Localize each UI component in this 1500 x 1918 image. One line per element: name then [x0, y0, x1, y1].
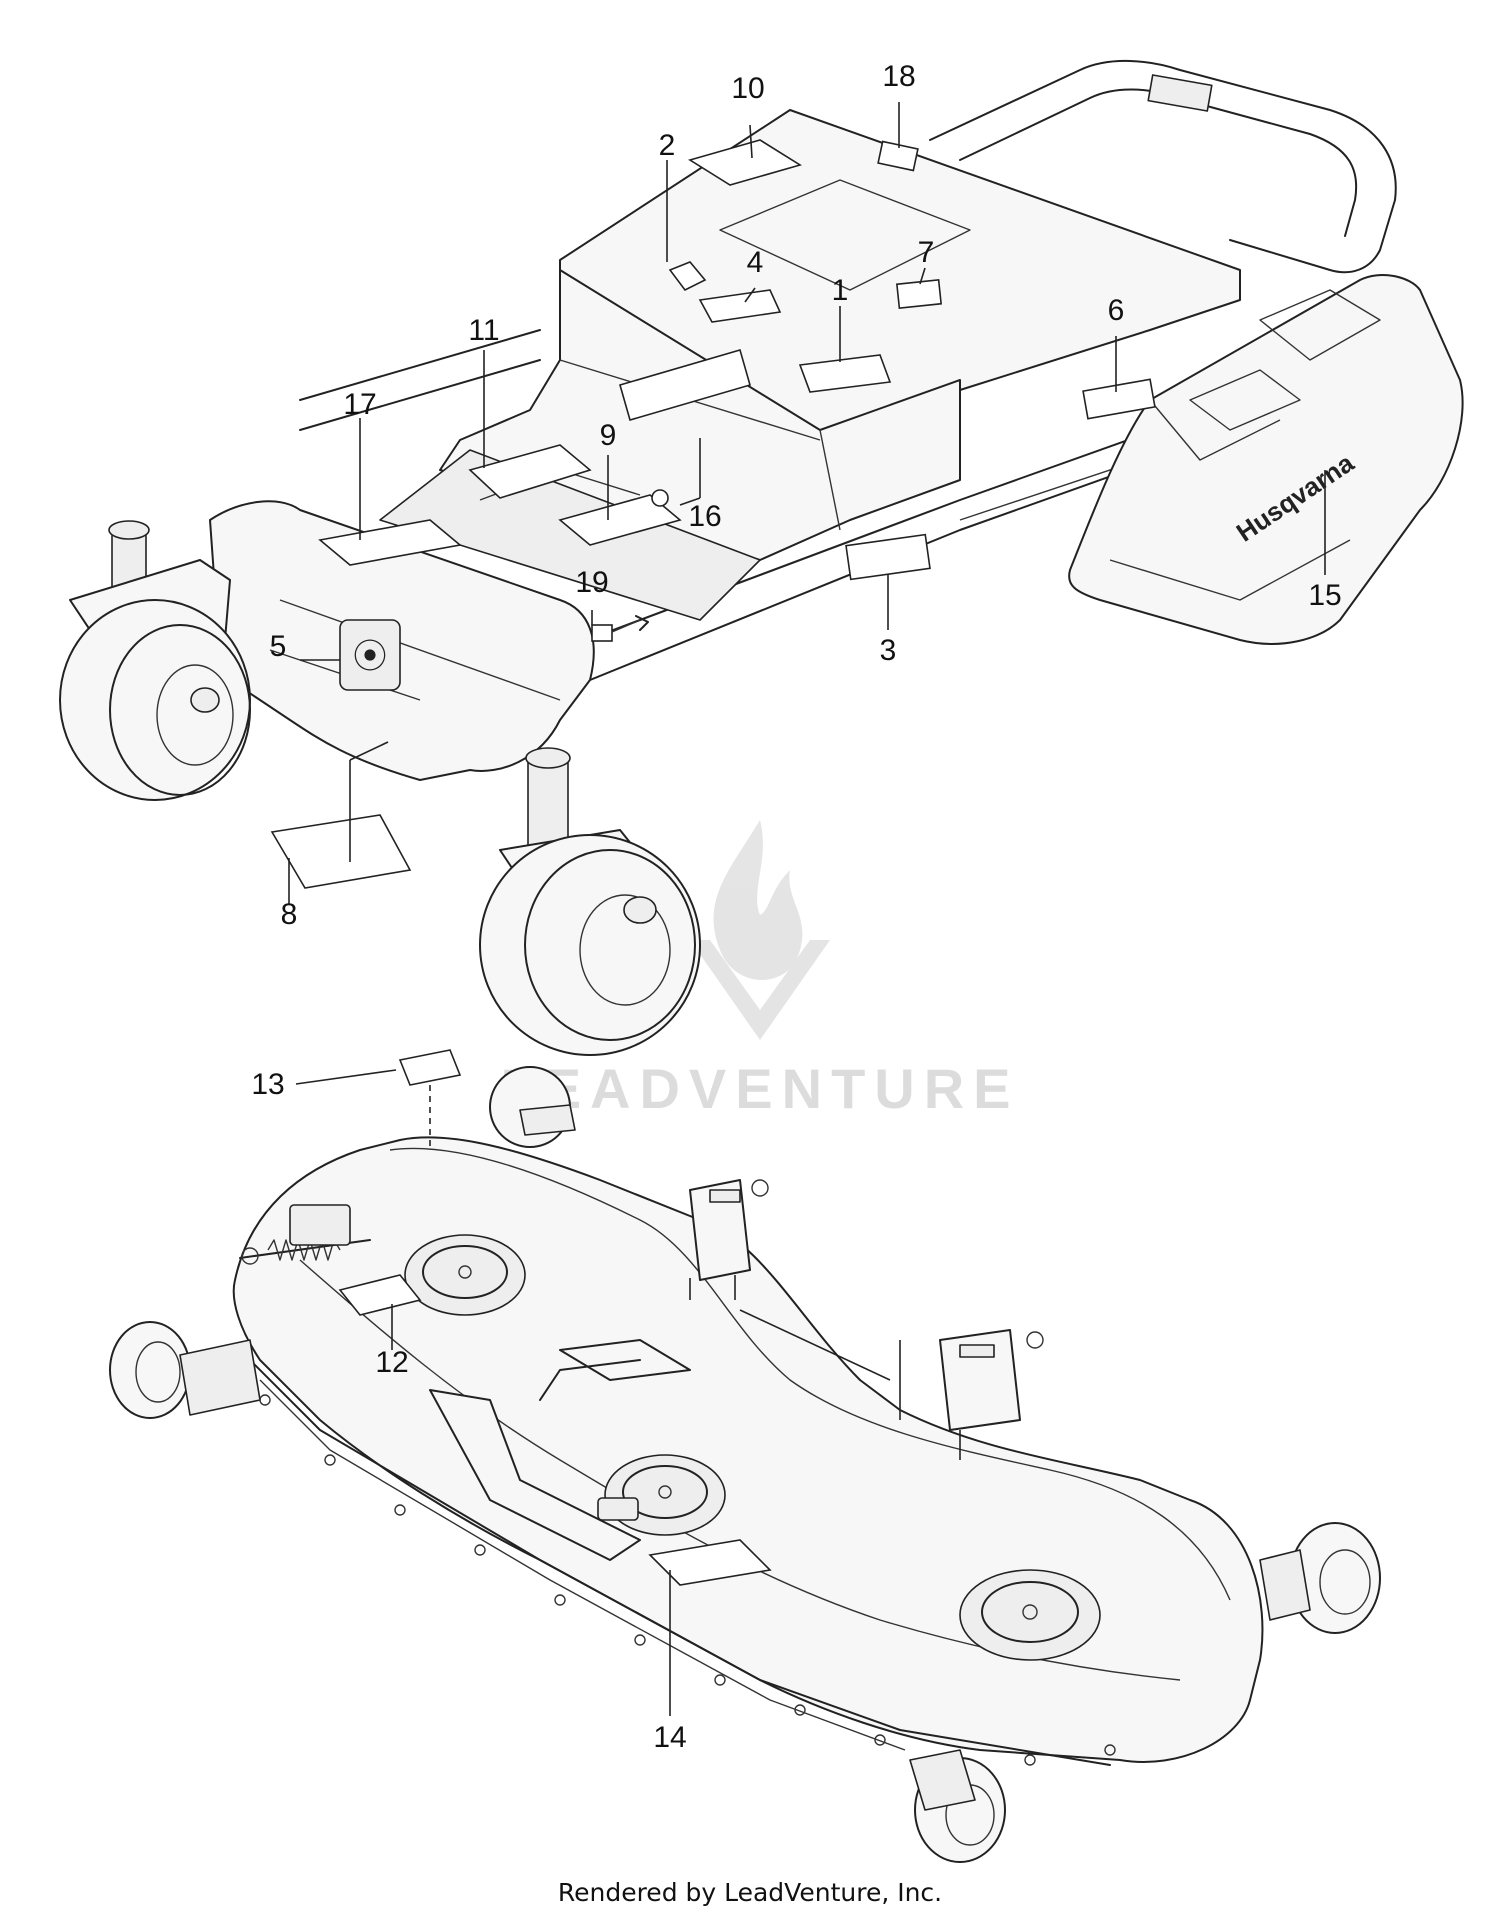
- decal-16: [619, 349, 751, 421]
- decal-2: [668, 261, 707, 292]
- deck-wheel-front: [909, 1749, 1006, 1863]
- footer-credit: Rendered by LeadVenture, Inc.: [557, 1878, 943, 1907]
- callout-13: 13: [251, 1068, 284, 1101]
- caster-wheel-right: [479, 747, 701, 1056]
- decal-12: [338, 1274, 422, 1316]
- callout-14: 14: [653, 1721, 686, 1754]
- callout-18: 18: [882, 60, 915, 93]
- deck-wheel-right: [1259, 1522, 1381, 1634]
- deck-wheel-rear: [489, 1066, 576, 1148]
- callout-19: 19: [575, 566, 608, 599]
- decal-18: [877, 140, 919, 172]
- decal-19: [591, 624, 613, 642]
- caster-wheel-left: [59, 520, 251, 801]
- decal-11: [468, 444, 592, 499]
- callout-7: 7: [918, 236, 935, 269]
- callout-17: 17: [343, 388, 376, 421]
- brand-logo-icon: ⦿: [353, 637, 387, 677]
- spring-assembly: [239, 1204, 371, 1265]
- rear-mount-bracket-upper: [689, 1179, 769, 1300]
- callout-2: 2: [659, 129, 676, 162]
- callout-16: 16: [688, 500, 721, 533]
- callout-9: 9: [600, 419, 617, 452]
- callout-8: 8: [281, 898, 298, 931]
- decal-16-knob: [651, 489, 669, 507]
- decal-8: [270, 814, 412, 889]
- decal-3: [845, 533, 931, 581]
- callout-4: 4: [747, 246, 764, 279]
- spindle-center: [604, 1454, 726, 1536]
- decal-13: [398, 1049, 462, 1086]
- deck-wheel-left: [109, 1321, 261, 1419]
- watermark-logo: LEADVENTURE: [500, 820, 1019, 1120]
- callout-10: 10: [731, 72, 764, 105]
- decal-1: [798, 354, 892, 393]
- spindle-left: [404, 1234, 526, 1316]
- callout-6: 6: [1108, 294, 1125, 327]
- decal-10: [688, 139, 802, 186]
- decal-17: [318, 519, 462, 566]
- rear-mount-bracket-lower: [739, 1309, 1044, 1460]
- callout-3: 3: [880, 634, 897, 667]
- leader-lines: [288, 102, 1326, 1716]
- callout-5: 5: [270, 630, 287, 663]
- callout-15: 15: [1308, 579, 1341, 612]
- decal-9: [558, 494, 682, 546]
- decal-4: [698, 289, 782, 323]
- watermark-text: LEADVENTURE: [500, 1057, 1019, 1120]
- decal-7: [895, 278, 943, 310]
- callout-labels: 1 2 3 4 5 6 7 8 9 10 11 12 13 14 15 16 1…: [251, 60, 1341, 1754]
- deck-bolts: [259, 1394, 1116, 1766]
- tractor-frame: ⦿ Husqvarna: [59, 59, 1464, 1056]
- callout-1: 1: [832, 274, 849, 307]
- spindle-right: [959, 1569, 1101, 1661]
- callout-12: 12: [375, 1346, 408, 1379]
- callout-11: 11: [468, 314, 499, 347]
- mower-deck: [109, 1049, 1381, 1863]
